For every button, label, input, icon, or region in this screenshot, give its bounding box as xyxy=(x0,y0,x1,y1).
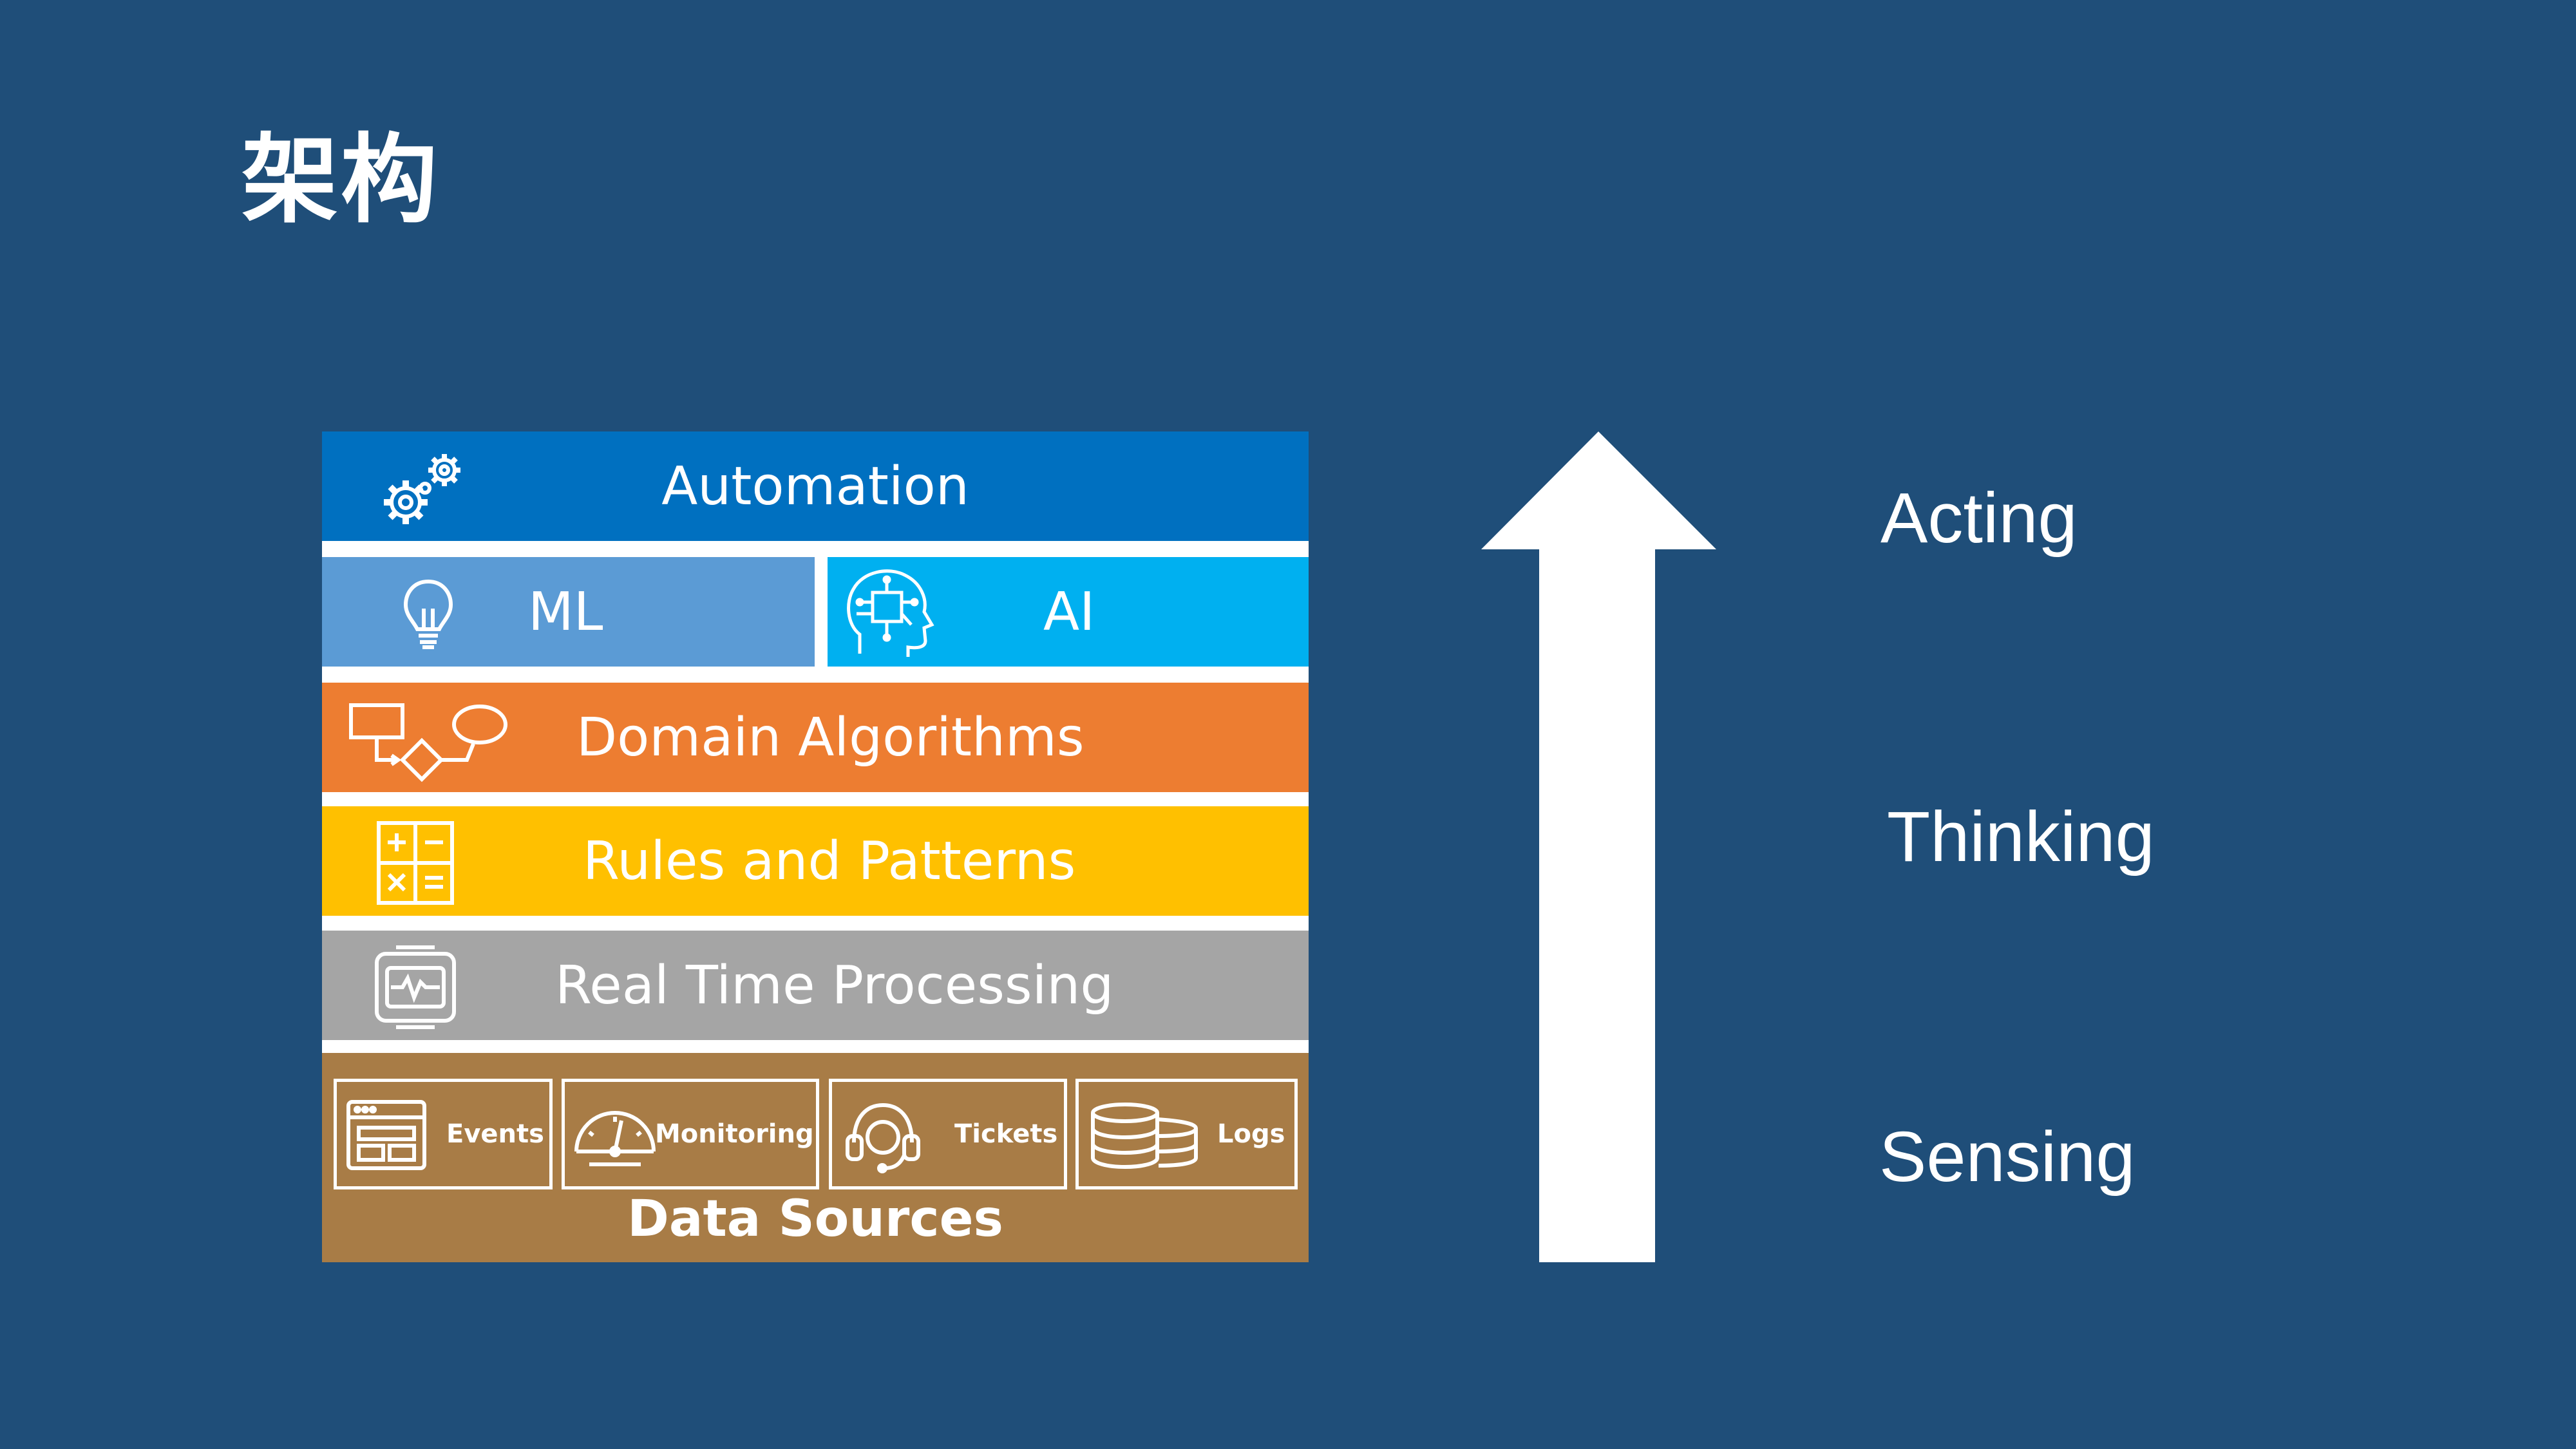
layer-data-sources: Data Sources xyxy=(322,1053,1309,1262)
page-title: 架构 xyxy=(242,124,440,236)
logs-label: Logs xyxy=(1217,1119,1285,1149)
layer-real-time-processing: Real Time Processing xyxy=(322,931,1309,1040)
flowchart-icon xyxy=(348,699,509,782)
ai-label: AI xyxy=(1043,581,1095,643)
monitor-pulse-icon xyxy=(370,942,460,1032)
lightbulb-icon xyxy=(399,576,457,654)
tickets-label: Tickets xyxy=(954,1119,1058,1149)
stage-sensing: Sensing xyxy=(1879,1117,2136,1197)
data-source-tickets: Tickets xyxy=(829,1079,1067,1189)
domain-algorithms-label: Domain Algorithms xyxy=(576,706,1084,768)
layer-rules-and-patterns: Rules and Patterns xyxy=(322,806,1309,916)
data-source-logs: Logs xyxy=(1075,1079,1298,1189)
layer-ml: ML xyxy=(322,557,815,667)
events-label: Events xyxy=(446,1119,544,1149)
architecture-stack: Automation ML AI xyxy=(322,431,1309,1262)
circuit-head-icon xyxy=(840,564,943,663)
database-icon xyxy=(1086,1100,1202,1171)
data-source-events: Events xyxy=(334,1079,553,1189)
layer-domain-algorithms: Domain Algorithms xyxy=(322,683,1309,792)
stage-thinking: Thinking xyxy=(1887,797,2155,876)
calculator-icon xyxy=(374,818,457,908)
monitoring-label: Monitoring xyxy=(655,1119,814,1149)
upward-arrow-icon xyxy=(1481,431,1716,1262)
data-source-monitoring: Monitoring xyxy=(562,1079,819,1189)
gears-icon xyxy=(374,444,477,535)
window-icon xyxy=(345,1098,428,1172)
stage-acting: Acting xyxy=(1880,478,2078,558)
rules-and-patterns-label: Rules and Patterns xyxy=(583,830,1076,892)
gauge-icon xyxy=(570,1100,660,1171)
ml-label: ML xyxy=(528,581,603,643)
data-sources-label: Data Sources xyxy=(627,1189,1003,1248)
automation-label: Automation xyxy=(661,455,969,517)
headset-icon xyxy=(841,1097,925,1175)
real-time-processing-label: Real Time Processing xyxy=(555,954,1114,1016)
layer-ai: AI xyxy=(828,557,1309,667)
layer-automation: Automation xyxy=(322,431,1309,541)
